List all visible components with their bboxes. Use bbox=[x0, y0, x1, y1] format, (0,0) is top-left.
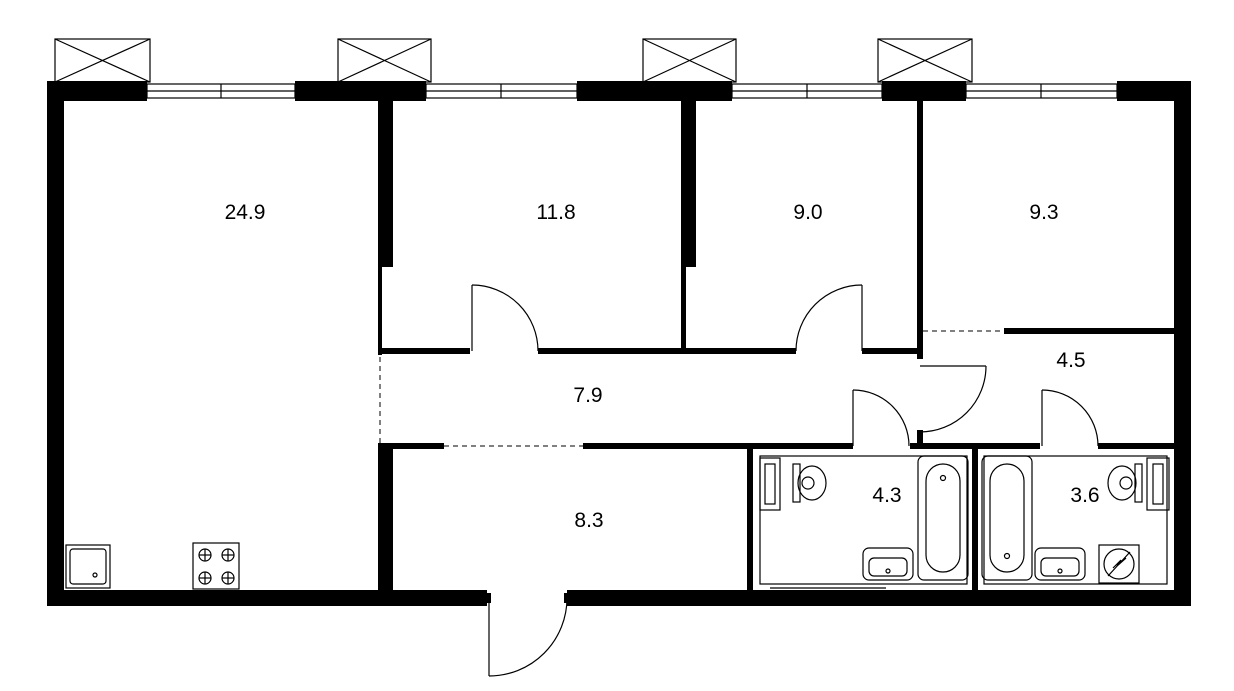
bathtub-icon bbox=[981, 455, 1033, 581]
washing-machine-icon bbox=[1098, 544, 1140, 584]
room-area-bedroom-3: 9.3 bbox=[1029, 201, 1058, 224]
interior-walls bbox=[378, 101, 1174, 590]
door-icon bbox=[919, 365, 987, 433]
door-icon bbox=[795, 284, 863, 352]
bathroom-inner-lines bbox=[759, 455, 1168, 589]
room-area-storage: 4.5 bbox=[1056, 349, 1085, 372]
toilet-icon bbox=[792, 463, 827, 503]
exterior-walls bbox=[47, 81, 1191, 606]
room-area-hall: 8.3 bbox=[574, 509, 603, 532]
room-area-corridor: 7.9 bbox=[573, 384, 602, 407]
room-area-bathroom-2: 3.6 bbox=[1070, 484, 1099, 507]
room-area-living-kitchen: 24.9 bbox=[225, 201, 266, 224]
window-icon bbox=[731, 83, 883, 99]
toilet-icon bbox=[1107, 463, 1143, 503]
balcony-icon bbox=[54, 38, 151, 83]
door-icon bbox=[471, 284, 539, 352]
window-icon bbox=[146, 83, 296, 99]
bathtub-icon bbox=[917, 455, 969, 581]
washbasin-icon bbox=[1034, 547, 1086, 581]
sink-icon bbox=[65, 544, 111, 589]
window-icon bbox=[425, 83, 578, 99]
window-icon bbox=[965, 83, 1118, 99]
room-area-bedroom-1: 11.8 bbox=[536, 201, 575, 224]
entrance-door-icon bbox=[485, 593, 570, 677]
balcony-icon bbox=[337, 38, 432, 83]
radiator-icon bbox=[1146, 457, 1170, 511]
balcony-icon bbox=[642, 38, 737, 83]
radiator-icon bbox=[759, 457, 781, 511]
balcony-icon bbox=[877, 38, 973, 83]
room-area-bathroom-1: 4.3 bbox=[872, 484, 901, 507]
stove-icon bbox=[192, 542, 240, 590]
door-icon bbox=[1041, 389, 1099, 447]
door-icon bbox=[852, 389, 910, 447]
room-area-bedroom-2: 9.0 bbox=[793, 201, 822, 224]
washbasin-icon bbox=[862, 547, 914, 581]
room-separators bbox=[379, 330, 1004, 447]
